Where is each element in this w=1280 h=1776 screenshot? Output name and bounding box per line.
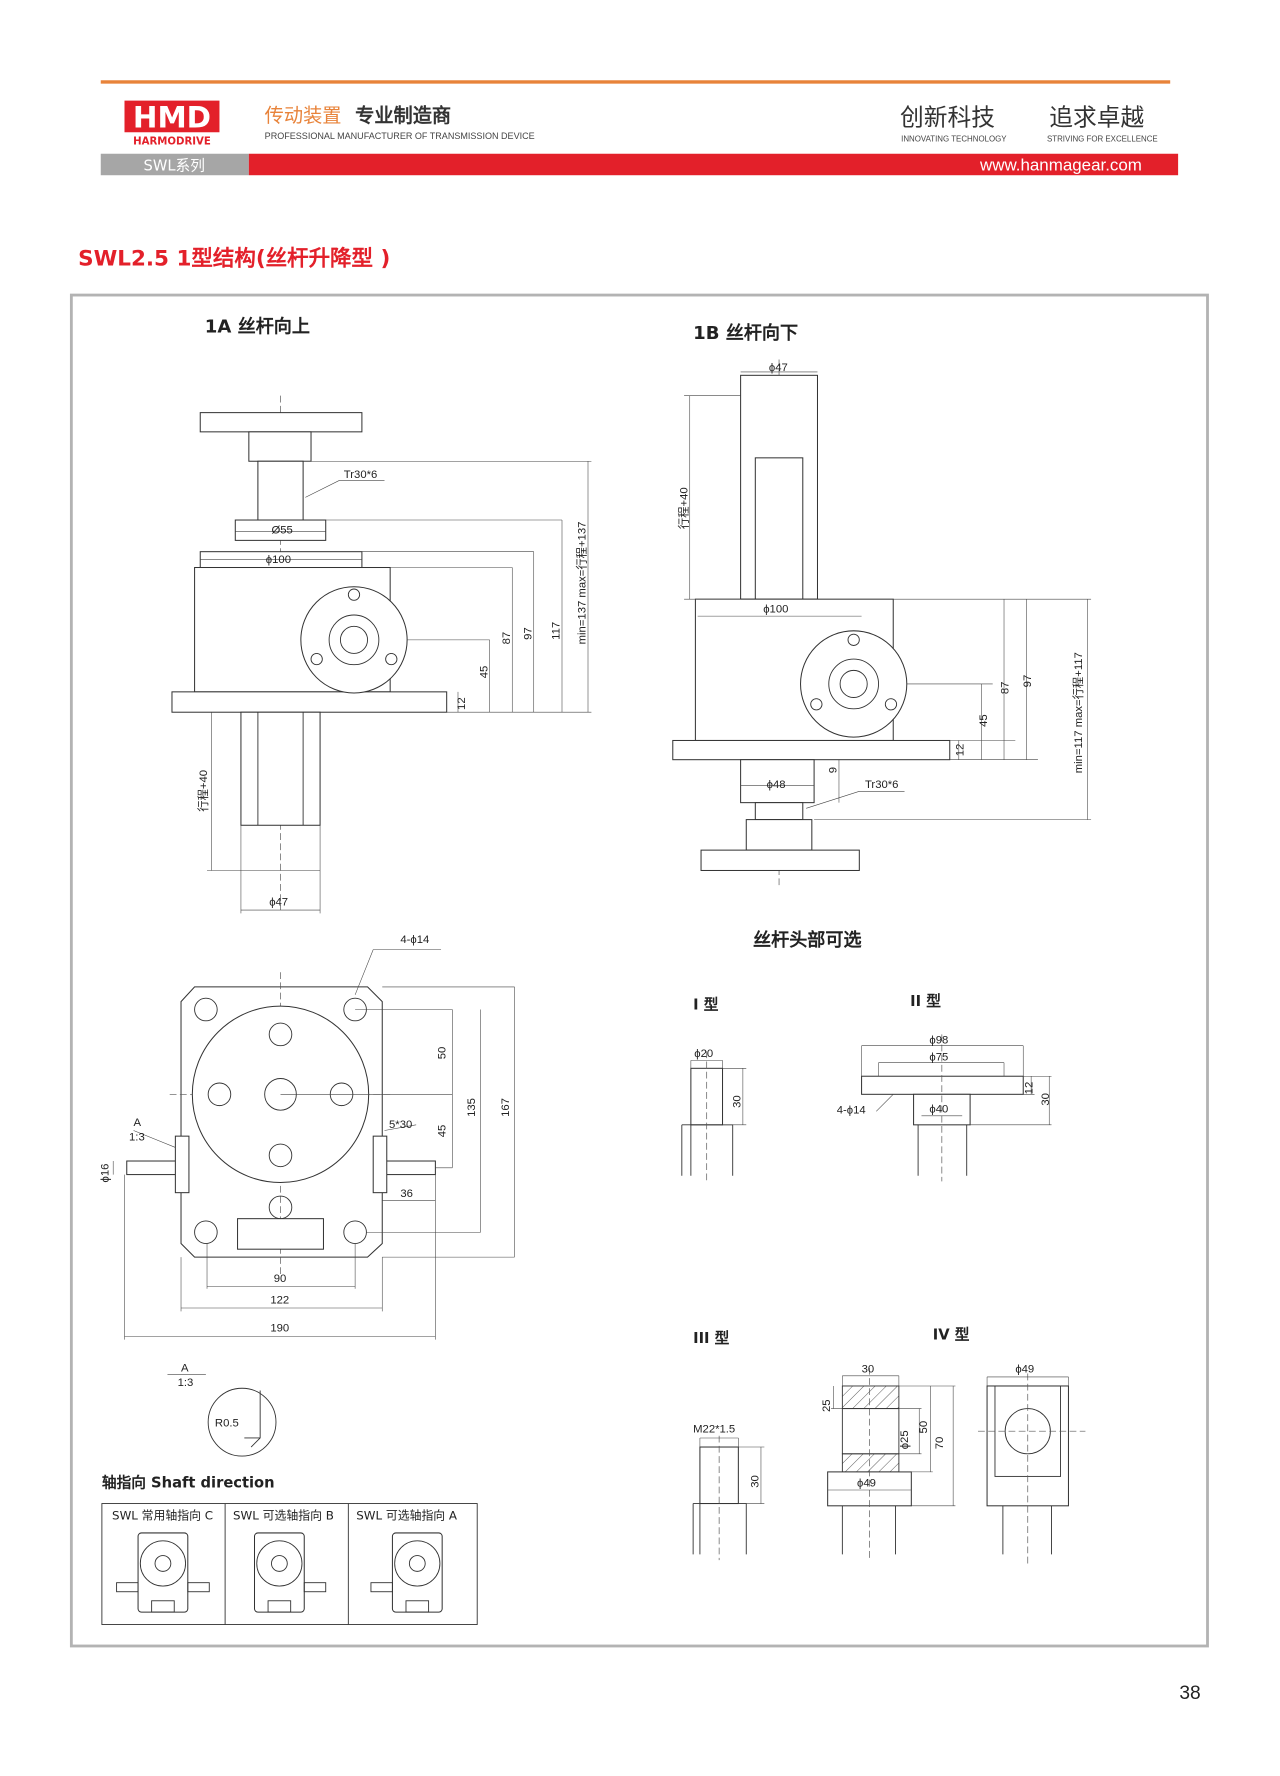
dim-190: 190 [270, 1323, 289, 1335]
dim-d75: ϕ75 [929, 1051, 948, 1063]
dim-122: 122 [270, 1294, 289, 1306]
dim-thread: M22*1.5 [693, 1423, 735, 1435]
dim-d98: ϕ98 [929, 1034, 948, 1046]
dim-d100: ϕ100 [266, 554, 291, 566]
dim-thread: Tr30*6 [865, 779, 899, 791]
dim-97: 97 [1022, 675, 1034, 688]
page-number: 38 [1179, 1683, 1200, 1704]
page-header: HMD HARMODRIVE 传动装置 专业制造商 PROFESSIONAL M… [100, 80, 1179, 176]
dim-87: 87 [501, 632, 513, 645]
dim-117: 117 [551, 622, 563, 640]
slogan-excellence: 追求卓越 [1049, 103, 1144, 131]
option-type-4: IV 型 30 25 ϕ25 50 70 ϕ49 ϕ49 [821, 1326, 1086, 1566]
dim-87: 87 [1000, 682, 1012, 695]
orange-rule [100, 80, 1171, 84]
view-1b-title: 1B 丝杆向下 [693, 322, 798, 344]
dim-12: 12 [1023, 1082, 1035, 1095]
shaft-option-label: SWL 可选轴指向 A [356, 1508, 458, 1522]
dim-minmax: min=117 max=行程+117 [1072, 652, 1085, 773]
view-bottom-drawing: 4-ϕ14 50 45 135 167 5*30 A 1:3 ϕ16 36 90… [100, 934, 515, 1340]
dim-d47: ϕ47 [269, 897, 288, 909]
logo-name: HARMODRIVE [133, 137, 211, 148]
dim-45: 45 [478, 666, 490, 679]
website-link[interactable]: www.hanmagear.com [979, 156, 1142, 175]
dim-key: 5*30 [389, 1119, 412, 1131]
logo-mark: HMD [133, 101, 211, 135]
dim-30: 30 [732, 1095, 744, 1108]
dim-70: 70 [934, 1437, 946, 1450]
detail-a-drawing: A 1:3 R0.5 [167, 1362, 277, 1457]
screw-head-options: 丝杆头部可选 I 型 ϕ20 30 II 型 ϕ98 ϕ75 12 30 4-ϕ… [681, 929, 1086, 1566]
dim-thread: Tr30*6 [344, 469, 378, 481]
shaft-option-label: SWL 可选轴指向 B [233, 1508, 334, 1522]
shaft-option-c: SWL 常用轴指向 C [112, 1508, 213, 1613]
dim-minmax: min=137 max=行程+137 [576, 522, 589, 645]
dim-25: 25 [821, 1399, 833, 1412]
dim-12: 12 [456, 697, 468, 710]
dim-holes: 4-ϕ14 [400, 934, 429, 946]
dim-97: 97 [522, 627, 534, 640]
tagline-orange: 传动装置 [265, 104, 342, 127]
view-1b-drawing: 1B 丝杆向下 ϕ47 行程+40 ϕ100 45 87 97 min=117 … [672, 322, 1092, 888]
dim-d49-collar: ϕ49 [857, 1478, 876, 1490]
dim-90: 90 [274, 1273, 287, 1285]
dim-d20: ϕ20 [694, 1048, 713, 1060]
section-a: A [134, 1117, 142, 1129]
view-1a-title: 1A 丝杆向上 [205, 315, 310, 337]
dim-stroke: 行程+40 [197, 770, 210, 812]
dim-d55: Ø55 [271, 525, 292, 537]
dim-12: 12 [954, 744, 966, 757]
slogan-innovating-en: INNOVATING TECHNOLOGY [901, 134, 1007, 143]
option-label: IV 型 [933, 1326, 970, 1344]
dim-d16: ϕ16 [100, 1164, 112, 1183]
dim-36: 36 [400, 1188, 413, 1200]
shaft-direction-table: 轴指向 Shaft direction SWL 常用轴指向 C SWL 可选轴指… [101, 1474, 478, 1625]
option-type-3: III 型 M22*1.5 30 [692, 1329, 765, 1561]
option-type-1: I 型 ϕ20 30 [681, 996, 747, 1182]
detail-radius: R0.5 [215, 1418, 239, 1430]
dim-30: 30 [1040, 1093, 1052, 1106]
drawing-frame [69, 293, 1209, 1648]
slogan-innovating: 创新科技 [900, 103, 995, 131]
shaft-direction-title: 轴指向 Shaft direction [102, 1474, 275, 1492]
dim-30: 30 [862, 1363, 875, 1375]
shaft-option-b: SWL 可选轴指向 B [233, 1508, 334, 1613]
series-label: SWL系列 [144, 158, 205, 175]
option-label: I 型 [693, 996, 719, 1014]
option-label: II 型 [910, 992, 941, 1010]
dim-d100: ϕ100 [763, 604, 788, 616]
section-scale: 1:3 [129, 1132, 145, 1144]
dim-9: 9 [828, 767, 840, 773]
options-title: 丝杆头部可选 [753, 929, 861, 951]
detail-a-label: A [181, 1362, 189, 1374]
tagline-en: PROFESSIONAL MANUFACTURER OF TRANSMISSIO… [265, 131, 535, 141]
dim-30: 30 [750, 1475, 762, 1488]
view-1a-drawing: 1A 丝杆向上 Tr30*6 Ø55 ϕ100 45 87 97 117 min… [171, 315, 592, 914]
dim-holes: 4-ϕ14 [837, 1105, 866, 1117]
brand-logo: HMD HARMODRIVE [124, 100, 220, 148]
shaft-option-label: SWL 常用轴指向 C [112, 1508, 213, 1522]
dim-d49-side: ϕ49 [1015, 1363, 1034, 1375]
page-title: SWL2.5 1型结构(丝杆升降型 ) [78, 246, 390, 272]
dim-45: 45 [437, 1125, 449, 1138]
shaft-option-a: SWL 可选轴指向 A [356, 1508, 458, 1613]
dim-d47: ϕ47 [769, 362, 788, 374]
dim-167: 167 [500, 1098, 512, 1117]
dim-stroke: 行程+40 [677, 487, 690, 529]
option-label: III 型 [693, 1329, 730, 1347]
dim-d48: ϕ48 [767, 779, 786, 791]
dim-135: 135 [466, 1098, 478, 1117]
tagline-dark: 专业制造商 [355, 104, 451, 127]
dim-50: 50 [437, 1047, 449, 1060]
dim-d25: ϕ25 [899, 1430, 911, 1449]
detail-scale: 1:3 [178, 1377, 194, 1389]
dim-d40: ϕ40 [929, 1103, 948, 1115]
option-type-2: II 型 ϕ98 ϕ75 12 30 4-ϕ14 ϕ40 [837, 992, 1052, 1182]
dim-45: 45 [978, 714, 990, 727]
slogan-excellence-en: STRIVING FOR EXCELLENCE [1047, 134, 1158, 143]
dim-50: 50 [918, 1421, 930, 1434]
